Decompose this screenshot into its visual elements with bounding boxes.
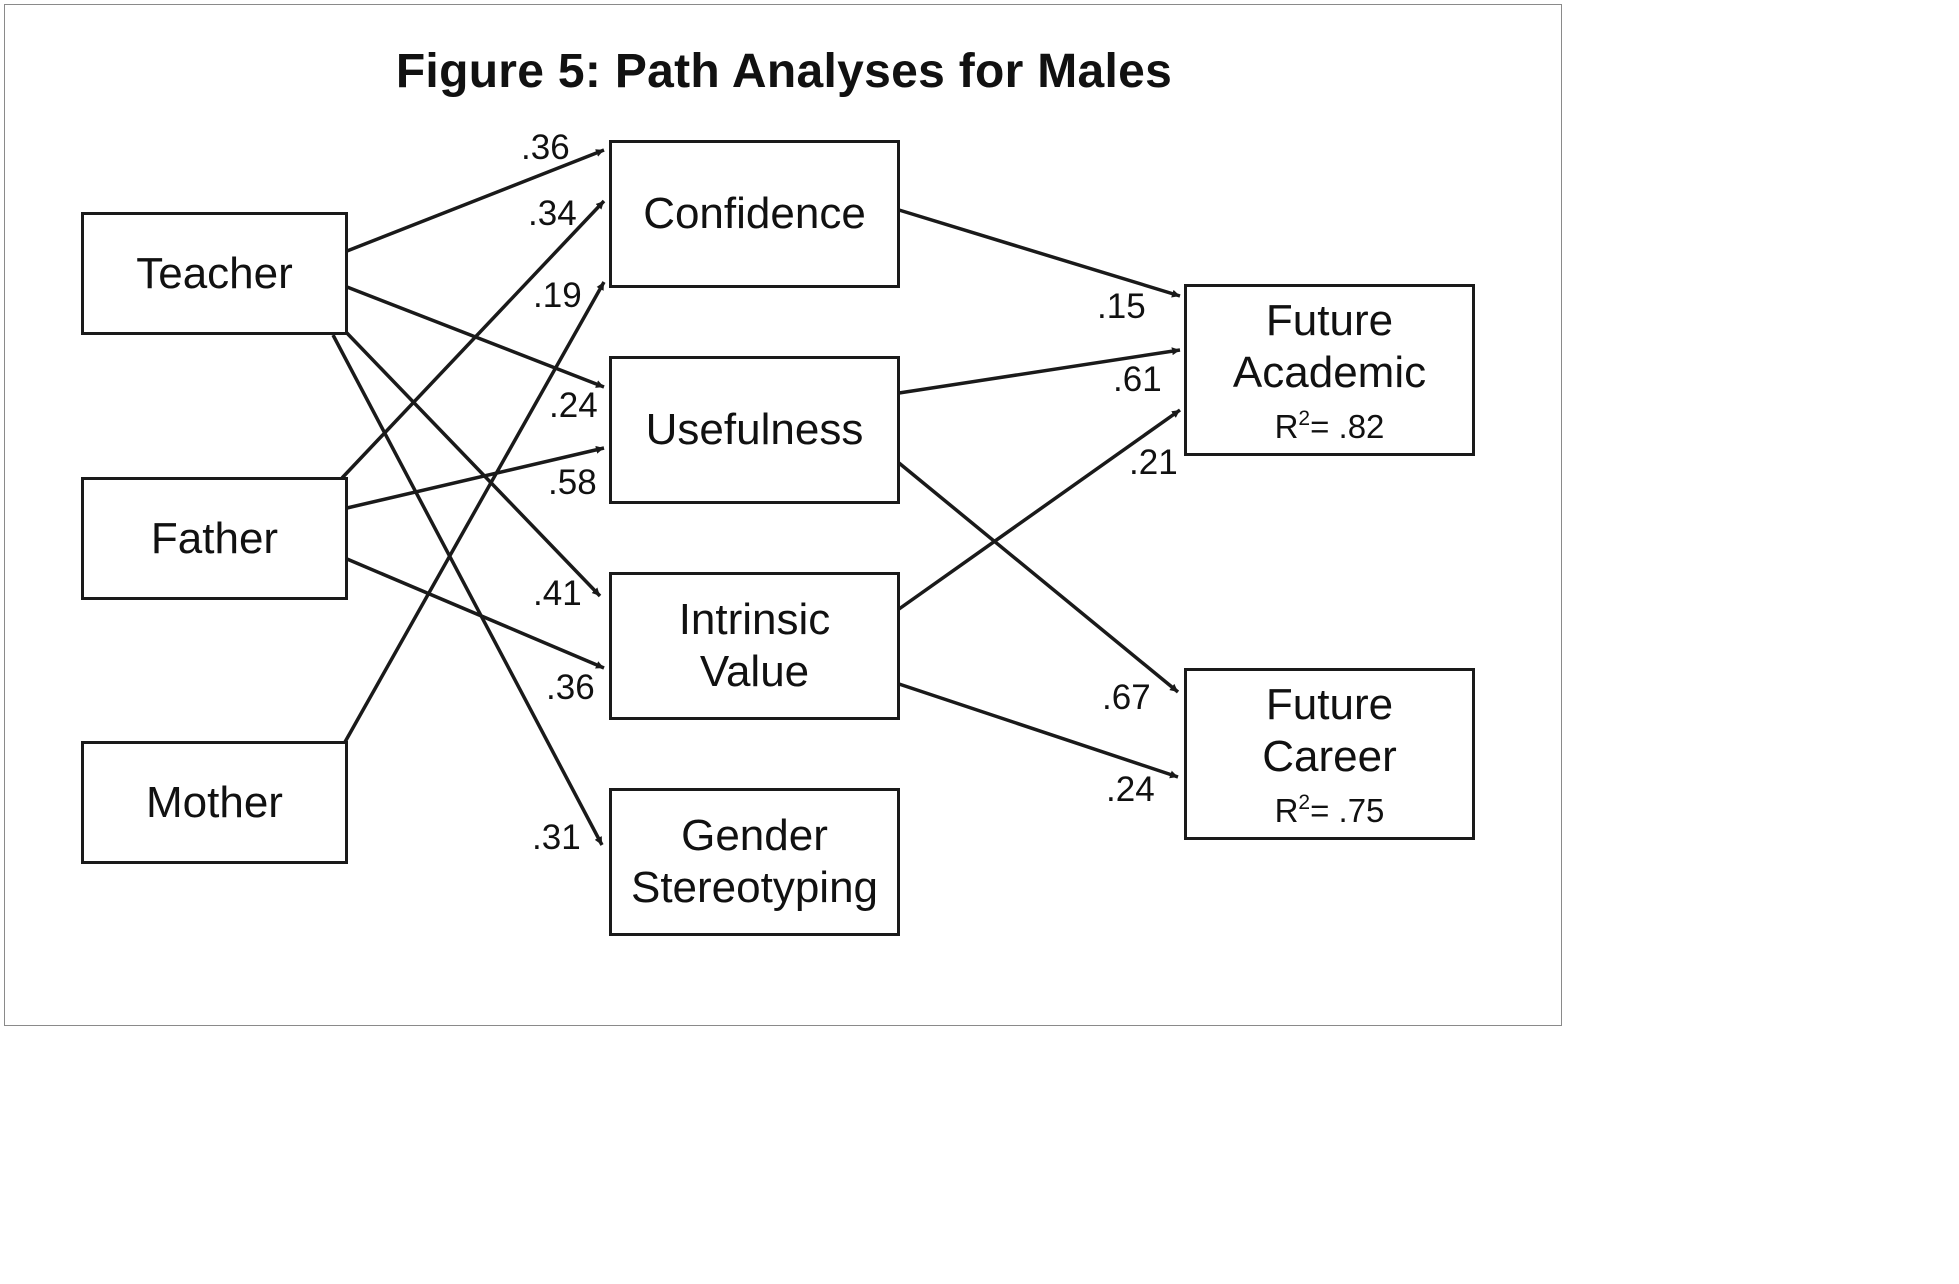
node-intrinsic-value: Intrinsic Value [609,572,900,720]
r2-symbol: R [1274,792,1299,829]
coef-teacher-gender: .31 [532,818,581,857]
arrow-father-confidence [340,199,606,480]
node-gender-stereotyping-label: Gender Stereotyping [630,811,879,912]
arrow-usefulness-future-academic [898,347,1181,395]
node-usefulness-label: Usefulness [645,405,864,454]
node-mother: Mother [81,741,348,864]
coef-teacher-confidence: .36 [521,128,570,167]
arrow-intrinsic-future-academic [897,408,1182,611]
node-future-academic-label: Future Academic [1232,296,1427,397]
node-confidence-label: Confidence [643,189,866,238]
r-squared-future-career: R2= .75 [1275,785,1385,829]
coef-usefulness-future-career: .67 [1102,678,1151,717]
arrow-father-usefulness [346,445,605,510]
node-future-career-label: Future Career [1262,680,1397,781]
node-mother-label: Mother [146,777,283,827]
arrow-intrinsic-future-career [898,682,1179,779]
node-future-academic: Future Academic R2= .82 [1184,284,1475,456]
coef-father-intrinsic: .36 [546,668,595,707]
node-intrinsic-value-label: Intrinsic Value [678,595,831,696]
arrow-teacher-usefulness [346,285,605,389]
coef-intrinsic-future-career: .24 [1106,770,1155,809]
coef-mother-confidence: .19 [533,276,582,315]
node-father: Father [81,477,348,600]
arrow-teacher-confidence [346,148,605,253]
coef-confidence-future-academic: .15 [1097,287,1146,326]
r2-symbol: R [1274,408,1299,445]
coef-intrinsic-future-academic: .21 [1129,443,1178,482]
r2-value: = .75 [1310,792,1385,829]
node-confidence: Confidence [609,140,900,288]
figure-frame [4,4,1562,1026]
node-usefulness: Usefulness [609,356,900,504]
path-diagram-arrows [331,148,1182,846]
figure-title: Figure 5: Path Analyses for Males [395,45,1173,98]
node-gender-stereotyping: Gender Stereotyping [609,788,900,936]
node-teacher: Teacher [81,212,348,335]
r-squared-future-academic: R2= .82 [1275,401,1385,445]
coef-father-confidence: .34 [528,194,577,233]
node-father-label: Father [150,513,279,563]
node-teacher-label: Teacher [136,248,293,298]
r2-superscript: 2 [1298,407,1311,430]
r2-value: = .82 [1310,408,1385,445]
arrow-mother-confidence [343,281,606,743]
arrow-teacher-gender [331,334,604,846]
coef-usefulness-future-academic: .61 [1113,360,1162,399]
arrow-confidence-future-academic [898,208,1181,298]
coef-teacher-intrinsic: .41 [533,574,582,613]
coef-father-usefulness: .58 [548,463,597,502]
arrow-teacher-intrinsic [342,328,602,598]
node-future-career: Future Career R2= .75 [1184,668,1475,840]
r2-superscript: 2 [1298,791,1311,814]
arrow-usefulness-future-career [897,461,1180,694]
arrow-father-intrinsic [346,557,605,670]
coef-teacher-usefulness: .24 [549,386,598,425]
